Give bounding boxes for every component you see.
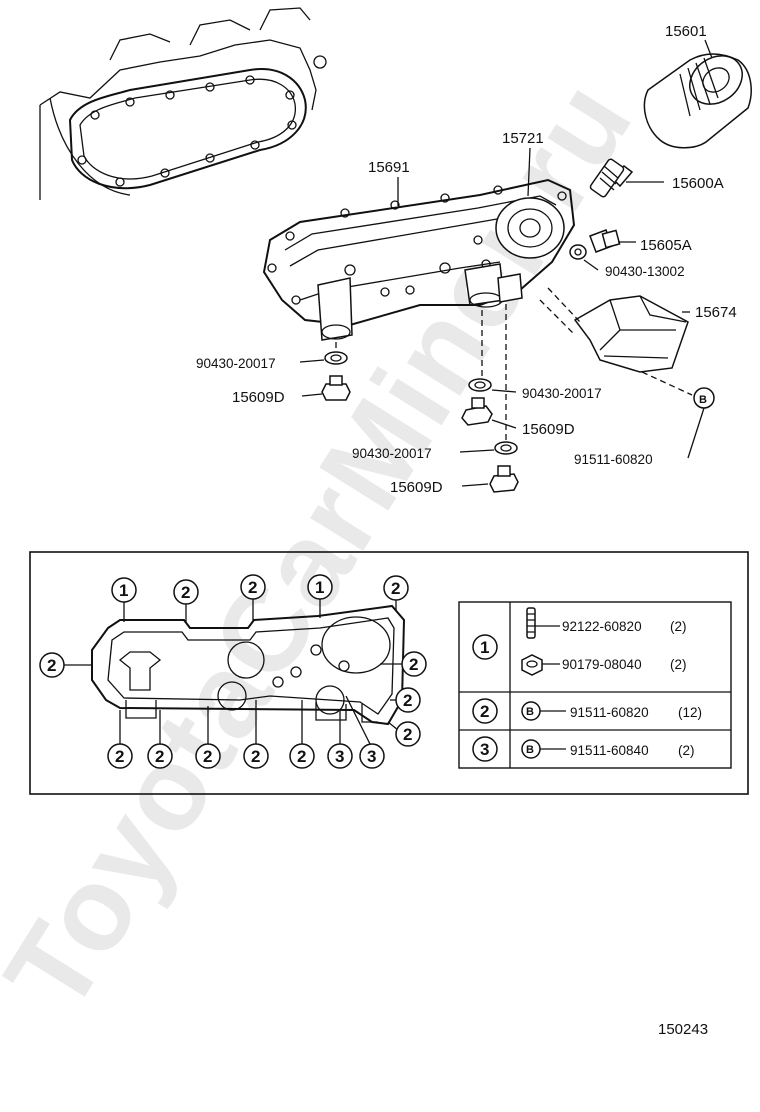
svg-text:2: 2 <box>403 725 412 744</box>
part-label-15691: 15691 <box>368 159 410 176</box>
part-label-plug-mid: 15609D <box>522 421 575 438</box>
part-label-15674: 15674 <box>695 304 737 321</box>
leader-91511-60820 <box>687 407 705 459</box>
gasket-mid-drawing <box>468 378 492 392</box>
svg-text:2: 2 <box>251 747 260 766</box>
legend-qty: (2) <box>670 619 687 634</box>
svg-text:1: 1 <box>480 638 489 657</box>
legend-key-3 <box>472 736 498 762</box>
part-label-90430-13002: 90430-13002 <box>605 264 685 279</box>
svg-text:2: 2 <box>248 578 257 597</box>
svg-text:2: 2 <box>115 747 124 766</box>
gasket-left-drawing <box>324 351 348 365</box>
part-label-15600a: 15600A <box>672 175 724 192</box>
gasket-callouts: 1 2 2 1 2 2 2 2 2 2 2 2 <box>39 574 427 769</box>
callout-2 <box>383 575 409 601</box>
svg-text:2: 2 <box>409 655 418 674</box>
nut-icon <box>521 654 543 676</box>
gasket-detail-box <box>29 551 749 795</box>
svg-text:2: 2 <box>181 583 190 602</box>
stud-bolt-icon <box>526 607 536 639</box>
legend-part-91511-60840: 91511-60840 <box>570 743 649 758</box>
svg-text:3: 3 <box>367 747 376 766</box>
gasket-low-drawing <box>494 441 518 455</box>
plug-low-drawing <box>489 465 519 493</box>
part-label-gasket-left: 90430-20017 <box>196 356 276 371</box>
part-label-plug-low: 15609D <box>390 479 443 496</box>
legend-part-91511-60820: 91511-60820 <box>570 705 649 720</box>
callout-2 <box>147 743 173 769</box>
callout-2 <box>195 743 221 769</box>
svg-text:2: 2 <box>155 747 164 766</box>
callout-2 <box>395 687 421 713</box>
legend-part-90179-08040: 90179-08040 <box>562 657 642 672</box>
svg-text:2: 2 <box>391 579 400 598</box>
diagram-id: 150243 <box>658 1021 708 1038</box>
callout-1 <box>307 574 333 600</box>
part-label-plug-left: 15609D <box>232 389 285 406</box>
filter-union-drawing <box>589 158 634 198</box>
part-label-15601: 15601 <box>665 23 707 40</box>
callout-2 <box>39 652 65 678</box>
baffle-plate-drawing <box>573 295 689 373</box>
leader-15601 <box>704 39 713 59</box>
leader-15721 <box>527 147 531 197</box>
svg-text:3: 3 <box>480 740 489 759</box>
svg-text:2: 2 <box>47 656 56 675</box>
plug-left-drawing <box>321 375 351 401</box>
callout-2 <box>395 721 421 747</box>
oil-filter-drawing <box>643 53 752 149</box>
fastener-legend-table: 1 92122-60820 (2) 90179-08040 (2) 2 B 91… <box>458 601 732 769</box>
callout-1 <box>111 577 137 603</box>
legend-qty: (2) <box>678 743 695 758</box>
leader-b-dashed <box>641 371 693 396</box>
svg-text:1: 1 <box>119 581 128 600</box>
svg-text:2: 2 <box>480 702 489 721</box>
legend-part-92122-60820: 92122-60820 <box>562 619 642 634</box>
callout-b-label: B <box>699 394 707 406</box>
callout-2 <box>401 651 427 677</box>
legend-key-1 <box>472 634 498 660</box>
callout-2 <box>107 743 133 769</box>
gasket-90430-13002-drawing <box>569 244 587 260</box>
legend-key-2 <box>472 698 498 724</box>
leader-baffle-dashed <box>539 287 581 336</box>
svg-text:1: 1 <box>315 578 324 597</box>
svg-text:3: 3 <box>335 747 344 766</box>
legend-qty: (2) <box>670 657 687 672</box>
callout-2 <box>240 574 266 600</box>
callout-2 <box>243 743 269 769</box>
leader-90430-13002 <box>583 259 599 271</box>
svg-text:2: 2 <box>203 747 212 766</box>
callout-2 <box>289 743 315 769</box>
part-label-91511-60820: 91511-60820 <box>574 452 653 467</box>
callout-3 <box>327 743 353 769</box>
svg-text:2: 2 <box>297 747 306 766</box>
plug-mid-drawing <box>461 397 493 426</box>
svg-text:B: B <box>526 744 534 756</box>
legend-qty: (12) <box>678 705 702 720</box>
engine-block-drawing <box>39 7 327 200</box>
svg-text:B: B <box>526 706 534 718</box>
svg-text:2: 2 <box>403 691 412 710</box>
callout-2 <box>173 579 199 605</box>
oil-cooler-case-drawing <box>262 178 576 341</box>
drain-plug-drawing <box>589 229 621 253</box>
part-label-15605a: 15605A <box>640 237 692 254</box>
callout-3 <box>359 743 385 769</box>
part-label-gasket-mid: 90430-20017 <box>522 386 602 401</box>
watermark: ToyotaCarMiner.ru <box>0 58 658 1033</box>
part-label-15721: 15721 <box>502 130 544 147</box>
part-label-gasket-low: 90430-20017 <box>352 446 432 461</box>
